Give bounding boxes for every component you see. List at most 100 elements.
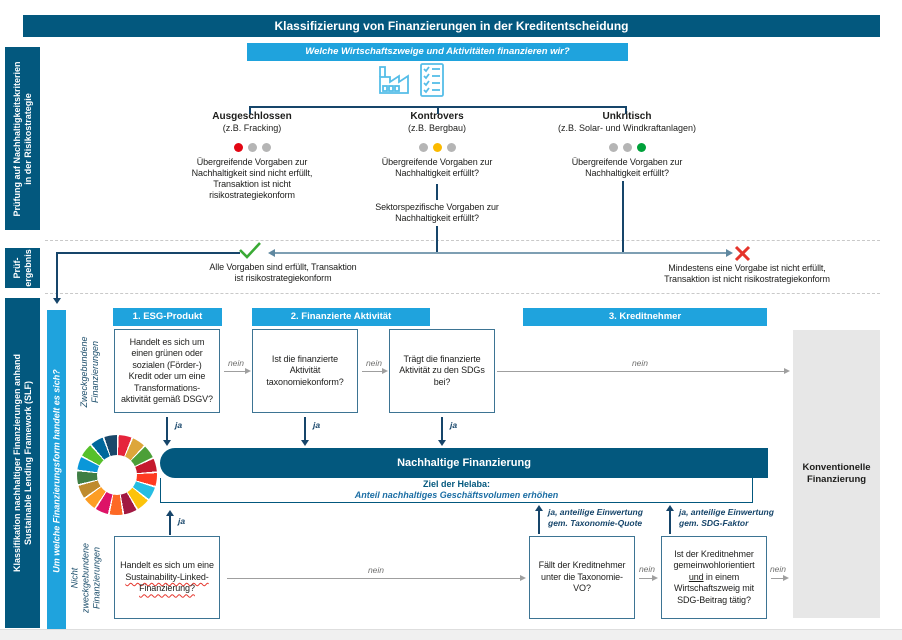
boxA-line3: Finanzierung? bbox=[139, 583, 195, 594]
unkritisch-connector bbox=[622, 181, 624, 254]
row-label-line: Finanzierungen bbox=[91, 546, 102, 610]
ja-label-2: ja bbox=[313, 420, 321, 430]
nein-arrowhead-3 bbox=[784, 368, 790, 374]
row-label-line: Zweckgebundene bbox=[79, 336, 89, 408]
ja-up-label-a: ja bbox=[178, 516, 186, 526]
nein-label-1: nein bbox=[227, 358, 245, 368]
nein-line-b bbox=[639, 578, 654, 579]
ja-label-3: ja bbox=[450, 420, 458, 430]
bracket-tick-mid bbox=[437, 106, 439, 114]
boxC-und: und bbox=[688, 571, 704, 582]
sidebar-pruefung-line1: Prüfung auf Nachhaltigkeitskriterien bbox=[11, 60, 22, 217]
nein-arrowhead-1 bbox=[245, 368, 251, 374]
boxC-line2: gemeinwohlorientiert bbox=[673, 560, 755, 571]
sidebar-ergebnis-line1: Prüf- bbox=[11, 257, 22, 279]
nein-arrowhead-b bbox=[652, 575, 658, 581]
row-label-nicht-zweckgebunden: Nicht zweckgebundene Finanzierungen bbox=[62, 536, 110, 620]
pass-connector-v bbox=[56, 252, 58, 298]
sidebar-klassifikation: Klassifikation nachhaltiger Finanzierung… bbox=[5, 298, 40, 628]
result-line-gray bbox=[274, 252, 726, 254]
boxA-line1: Handelt es sich um eine bbox=[120, 560, 214, 571]
ja-line-3 bbox=[441, 417, 443, 441]
x-icon bbox=[734, 245, 751, 262]
ja-up-line-b bbox=[538, 511, 540, 534]
header-finanzierte-aktivitaet: 2. Finanzierte Aktivität bbox=[252, 308, 430, 326]
factory-icon bbox=[375, 65, 411, 95]
footer-strip bbox=[0, 629, 902, 640]
boxC-line1: Ist der Kreditnehmer bbox=[674, 548, 754, 559]
nein-line-c bbox=[771, 578, 785, 579]
category-name: Kontrovers bbox=[410, 111, 464, 122]
nein-arrowhead-c bbox=[783, 575, 789, 581]
ja-arrowhead-2 bbox=[301, 440, 309, 446]
ja-arrowhead-1 bbox=[163, 440, 171, 446]
bracket-tick-right bbox=[625, 106, 627, 114]
sidebar-klassifikation-line1: Klassifikation nachhaltiger Finanzierung… bbox=[11, 353, 22, 573]
dot bbox=[247, 143, 257, 152]
dashed-separator-bottom bbox=[45, 293, 880, 294]
pass-connector-arrowhead bbox=[53, 298, 61, 304]
sidebar-pruefung: Prüfung auf Nachhaltigkeitskriterien in … bbox=[5, 47, 40, 230]
traffic-dots-unkritisch bbox=[547, 143, 707, 152]
row-label-line: zweckgebundene bbox=[80, 542, 91, 614]
ja-up-arrowhead-c bbox=[666, 505, 674, 511]
ja-up-arrowhead-a bbox=[166, 510, 174, 516]
sector-question-bar: Welche Wirtschaftszweige und Aktivitäten… bbox=[247, 43, 628, 61]
ja-up-line-a bbox=[169, 516, 171, 535]
boxC-line3-rest: in einem bbox=[703, 571, 740, 582]
sidebar-finanzierungsform-label: Um welche Finanzierungsform handelt es s… bbox=[51, 369, 61, 573]
dot bbox=[636, 143, 646, 152]
ja-line-1 bbox=[166, 417, 168, 441]
nein-line-3 bbox=[497, 371, 785, 372]
dot bbox=[608, 143, 618, 152]
dot bbox=[418, 143, 428, 152]
sidebar-klassifikation-line2: Sustainable Lending Framework (SLF) bbox=[22, 380, 33, 546]
ziel-line1: Ziel der Helaba: bbox=[422, 479, 491, 489]
header-kreditnehmer: 3. Kreditnehmer bbox=[523, 308, 767, 326]
nein-line-1 bbox=[224, 371, 246, 372]
boxC-line4: Wirtschaftszweig mit bbox=[673, 583, 754, 594]
nachhaltige-finanzierung-bar: Nachhaltige Finanzierung bbox=[160, 448, 768, 478]
row-label-zweckgebunden: Zweckgebundene Finanzierungen bbox=[70, 329, 110, 415]
boxC-line3: und in einem bbox=[673, 572, 754, 584]
kontrovers-connector-2 bbox=[436, 226, 438, 254]
traffic-dots-kontrovers bbox=[357, 143, 517, 152]
nein-label-b: nein bbox=[638, 564, 656, 574]
ja-up-arrowhead-b bbox=[535, 505, 543, 511]
bracket-tick-left bbox=[249, 106, 251, 114]
checklist-icon bbox=[420, 63, 444, 97]
ziel-box: Ziel der Helaba: Anteil nachhaltiges Ges… bbox=[160, 478, 753, 503]
page-title: Klassifizierung von Finanzierungen in de… bbox=[23, 15, 880, 37]
check-icon bbox=[238, 241, 262, 259]
question-box-sustainability-linked: Handelt es sich um eine Sustainability-L… bbox=[114, 536, 220, 619]
nein-arrowhead-a bbox=[520, 575, 526, 581]
category-example: (z.B. Fracking) bbox=[222, 123, 282, 133]
dashed-separator-top bbox=[45, 240, 880, 241]
pass-connector-h bbox=[56, 252, 240, 254]
dot bbox=[261, 143, 271, 152]
category-unkritisch: Unkritisch (z.B. Solar- und Windkraftanl… bbox=[517, 111, 737, 134]
nein-line-2 bbox=[362, 371, 384, 372]
kontrovers-connector-1 bbox=[436, 184, 438, 200]
sidebar-ergebnis-line2: ergebnis bbox=[22, 249, 33, 287]
fail-result-text: Mindestens eine Vorgabe ist nicht erfüll… bbox=[664, 263, 830, 284]
dot bbox=[233, 143, 243, 152]
sidebar-pruefung-line2: in der Risikostrategie bbox=[22, 92, 33, 185]
boxC-line5: SDG-Beitrag tätig? bbox=[677, 594, 751, 605]
sidebar-finanzierungsform: Um welche Finanzierungsform handelt es s… bbox=[47, 310, 66, 632]
dot bbox=[432, 143, 442, 152]
nein-line-a bbox=[227, 578, 521, 579]
nein-label-2: nein bbox=[365, 358, 383, 368]
result-arrow-left bbox=[268, 249, 275, 257]
